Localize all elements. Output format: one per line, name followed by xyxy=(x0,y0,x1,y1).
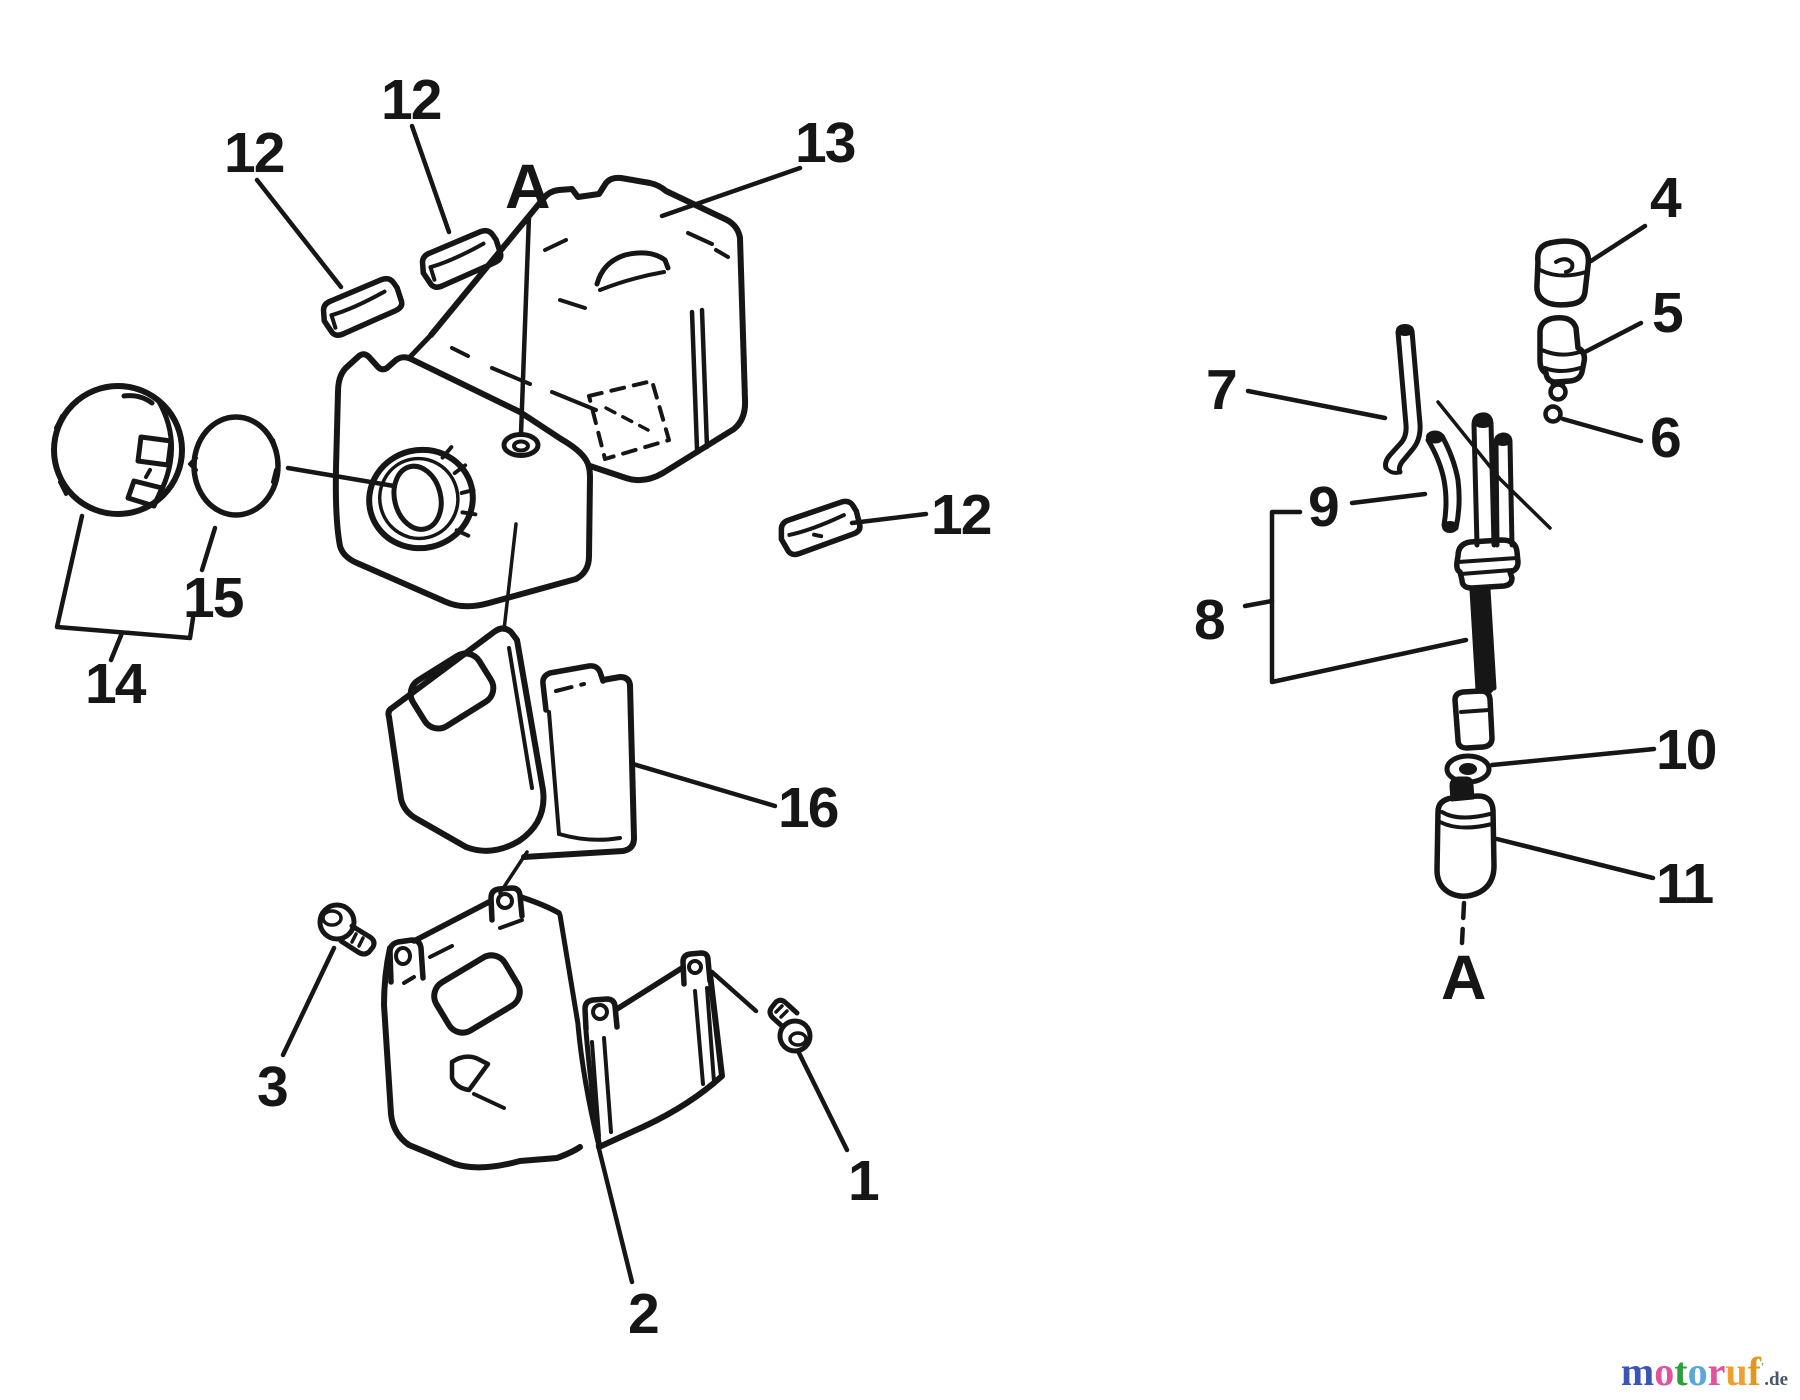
callout-cover-upper: 16 xyxy=(778,776,838,840)
callout-section-a-bottom: A xyxy=(1441,943,1485,1013)
callout-hose-straight: 7 xyxy=(1206,358,1236,422)
logo-letter: o xyxy=(1654,1349,1675,1394)
logo-letter: u xyxy=(1725,1349,1748,1394)
callout-fuel-line: 8 xyxy=(1194,588,1224,652)
callout-cap-gasket: 15 xyxy=(183,566,244,630)
callout-screw-right: 1 xyxy=(848,1149,879,1213)
pickup-grommet xyxy=(1454,537,1521,591)
hose-straight xyxy=(1383,324,1423,475)
logo-letter: m xyxy=(1620,1349,1655,1394)
fuel-cap xyxy=(51,383,185,517)
hose-bent xyxy=(1425,430,1462,533)
callout-screw-left: 3 xyxy=(257,1055,287,1119)
callout-hose-bent: 9 xyxy=(1308,475,1338,539)
callout-section-a-top: A xyxy=(505,152,549,222)
callout-pad-left: 12 xyxy=(224,121,284,185)
cushion-pad-left xyxy=(320,275,405,338)
callout-vent-bushing: 5 xyxy=(1652,281,1683,345)
leader-14-15-bracket xyxy=(54,465,397,663)
logo-suffix: .de xyxy=(1764,1369,1788,1390)
logo-letter: f xyxy=(1747,1349,1761,1394)
callout-tank: 13 xyxy=(795,111,855,175)
screw-left xyxy=(317,902,377,957)
cap-gasket xyxy=(188,414,281,518)
cushion-pad-right xyxy=(778,498,863,558)
cushion-pad-middle xyxy=(419,227,504,290)
fuel-line-spring xyxy=(1452,585,1497,751)
callout-check-ball: 6 xyxy=(1650,406,1680,470)
callout-cover-lower: 2 xyxy=(628,1282,658,1346)
logo-letter: r xyxy=(1707,1349,1726,1394)
leader-lines xyxy=(254,123,1657,1285)
check-ball xyxy=(1543,404,1563,424)
vent-bushing xyxy=(1537,314,1588,402)
callout-fuel-cap: 14 xyxy=(85,652,147,716)
tank-cover-lower xyxy=(381,885,725,1171)
motoruf-logo: motoruf'.de xyxy=(1621,1352,1788,1392)
callout-washer: 10 xyxy=(1656,718,1716,782)
screw-right xyxy=(767,997,813,1054)
callout-pad-right: 12 xyxy=(931,483,991,547)
pickup-tubes xyxy=(1436,400,1552,548)
callout-labels: 12 12 A 13 12 15 14 16 3 2 1 4 5 6 7 9 8… xyxy=(85,68,1718,1346)
callout-fuel-filter: 11 xyxy=(1656,852,1714,916)
logo-letter: o xyxy=(1687,1349,1708,1394)
tank-cover-upper xyxy=(385,625,637,860)
logo-letter: t xyxy=(1674,1349,1688,1394)
vent-cap xyxy=(1534,238,1592,308)
fuel-filter xyxy=(1434,776,1497,899)
callout-vent-cap: 4 xyxy=(1650,166,1682,230)
logo-trademark-mark: ' xyxy=(1760,1359,1765,1374)
callout-pad-middle: 12 xyxy=(381,68,441,132)
